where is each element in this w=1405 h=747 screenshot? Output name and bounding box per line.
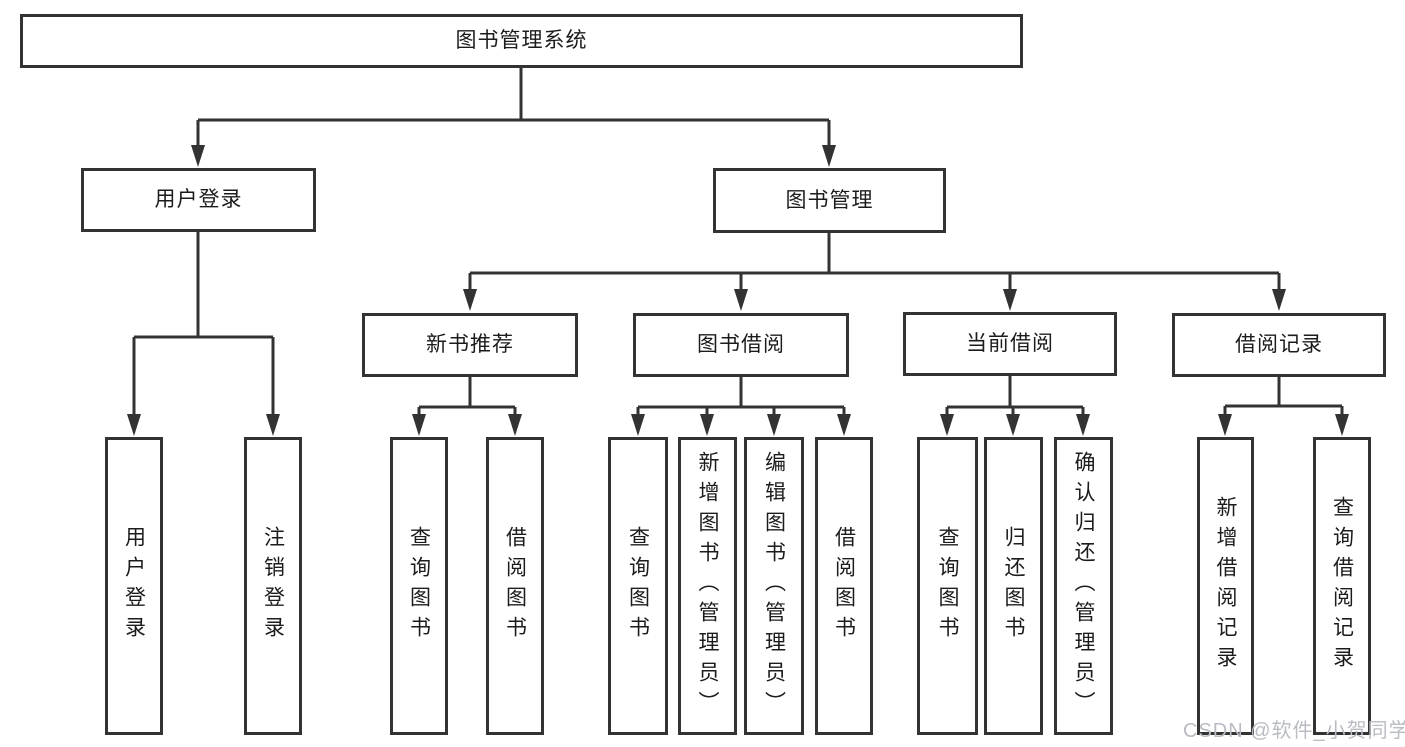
node-logout-leaf: 注销登录 [244, 437, 302, 735]
node-query-books-recommend: 查询图书 [390, 437, 448, 735]
node-return-books: 归还图书 [984, 437, 1043, 735]
node-root: 图书管理系统 [20, 14, 1023, 68]
node-query-books-current: 查询图书 [917, 437, 978, 735]
node-add-borrow-record: 新增借阅记录 [1197, 437, 1254, 735]
node-new-book-recommendation: 新书推荐 [362, 313, 578, 377]
node-book-management: 图书管理 [713, 168, 946, 233]
node-current-borrowing: 当前借阅 [903, 312, 1117, 376]
node-user-login-leaf: 用户登录 [105, 437, 163, 735]
node-query-borrow-record: 查询借阅记录 [1313, 437, 1371, 735]
watermark: CSDN @软件_小贺同学 [1183, 720, 1405, 742]
node-query-books-borrowing: 查询图书 [608, 437, 668, 735]
node-borrowing-records: 借阅记录 [1172, 313, 1386, 377]
node-borrow-books-borrowing: 借阅图书 [815, 437, 873, 735]
node-edit-books-admin: 编辑图书（管理员） [744, 437, 804, 735]
node-borrow-books-recommend: 借阅图书 [486, 437, 544, 735]
node-confirm-return-admin: 确认归还（管理员） [1054, 437, 1113, 735]
node-book-borrowing: 图书借阅 [633, 313, 849, 377]
node-user-login: 用户登录 [81, 168, 316, 232]
node-add-books-admin: 新增图书（管理员） [678, 437, 737, 735]
